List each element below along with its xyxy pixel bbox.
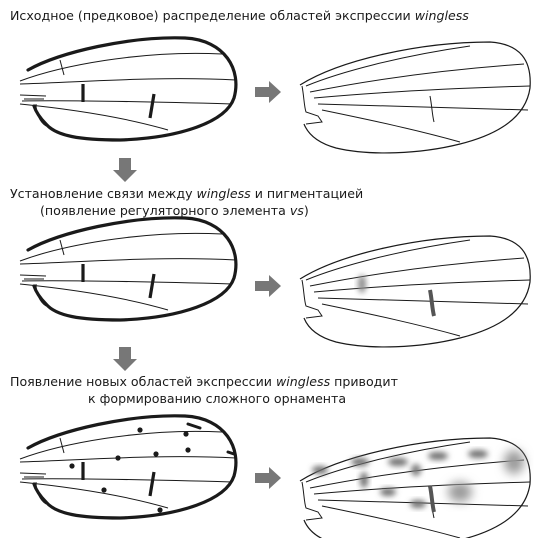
right-arrow-icon [255,467,281,489]
wingless-expression-crossvein-2 [148,273,156,299]
wing-schematic-stage-2 [18,216,238,322]
pigment-spot [380,488,396,496]
wing-complex-pigment-pattern [299,437,531,538]
pigment-spot [468,450,488,458]
pigment-spot-crossvein-2 [428,289,436,317]
complex-pigment-pattern [312,450,524,513]
expression-dot [137,427,143,433]
pigment-spot [351,458,369,466]
expression-dot [157,507,163,513]
wingless-expression-costa-dash [186,422,202,430]
caption-stage-1: Исходное (предковое) распределение облас… [10,7,469,24]
caption-stage-2-text-b: и пигментацией [250,186,364,201]
pigment-spot [410,500,426,508]
pigment-spot [428,452,448,460]
pigment-spot [448,482,472,502]
wingless-expression-tip-dash [226,450,236,456]
gene-name-wingless: wingless [275,374,331,389]
gene-name-wingless: wingless [414,8,469,23]
caption-stage-3-line-1: Появление новых областей экспрессии wing… [10,373,398,390]
element-name-vs: vs [289,203,304,218]
caption-stage-2-line-1: Установление связи между wingless и пигм… [10,185,363,202]
caption-stage-2-text-a: Установление связи между [10,186,197,201]
down-arrow-icon [113,158,137,182]
caption-stage-2-text-d: ) [303,203,309,218]
gene-name-wingless: wingless [196,186,251,201]
ancestral-wing-unpigmented [299,41,531,154]
expression-dot [183,431,189,437]
expression-dot [69,463,75,469]
expression-dot [115,455,121,461]
pigment-spot [504,450,524,474]
ancestral-wing-schematic [18,36,238,142]
right-arrow-icon [255,81,281,103]
pigment-spot-crossvein-1 [358,275,366,293]
pigment-spot [388,458,408,466]
right-arrow-icon [255,275,281,297]
caption-stage-3-text-c: к формированию сложного орнамента [88,391,347,406]
new-wingless-expression-dots [69,427,191,513]
down-arrow-icon [113,347,137,371]
pigment-spot [312,466,328,474]
pigment-spot [411,464,421,476]
wingless-expression-crossvein-2 [148,471,156,497]
expression-dot [101,487,107,493]
expression-dot [153,451,159,457]
wingless-expression-crossvein-2 [148,93,156,119]
caption-stage-3-text-b: приводит [330,374,398,389]
caption-stage-2-line-2: (появление регуляторного элемента vs) [40,202,309,219]
caption-stage-3-text-a: Появление новых областей экспрессии [10,374,276,389]
pigment-crossvein [428,485,436,513]
expression-dot [185,447,191,453]
caption-stage-2-text-c: (появление регуляторного элемента [40,203,290,218]
wing-schematic-stage-3 [18,414,238,520]
caption-stage-3-line-2: к формированию сложного орнамента [88,390,346,407]
caption-stage-1-text: Исходное (предковое) распределение облас… [10,8,415,23]
pigment-spot [360,472,368,488]
wing-pigmented-crossveins [299,235,531,348]
